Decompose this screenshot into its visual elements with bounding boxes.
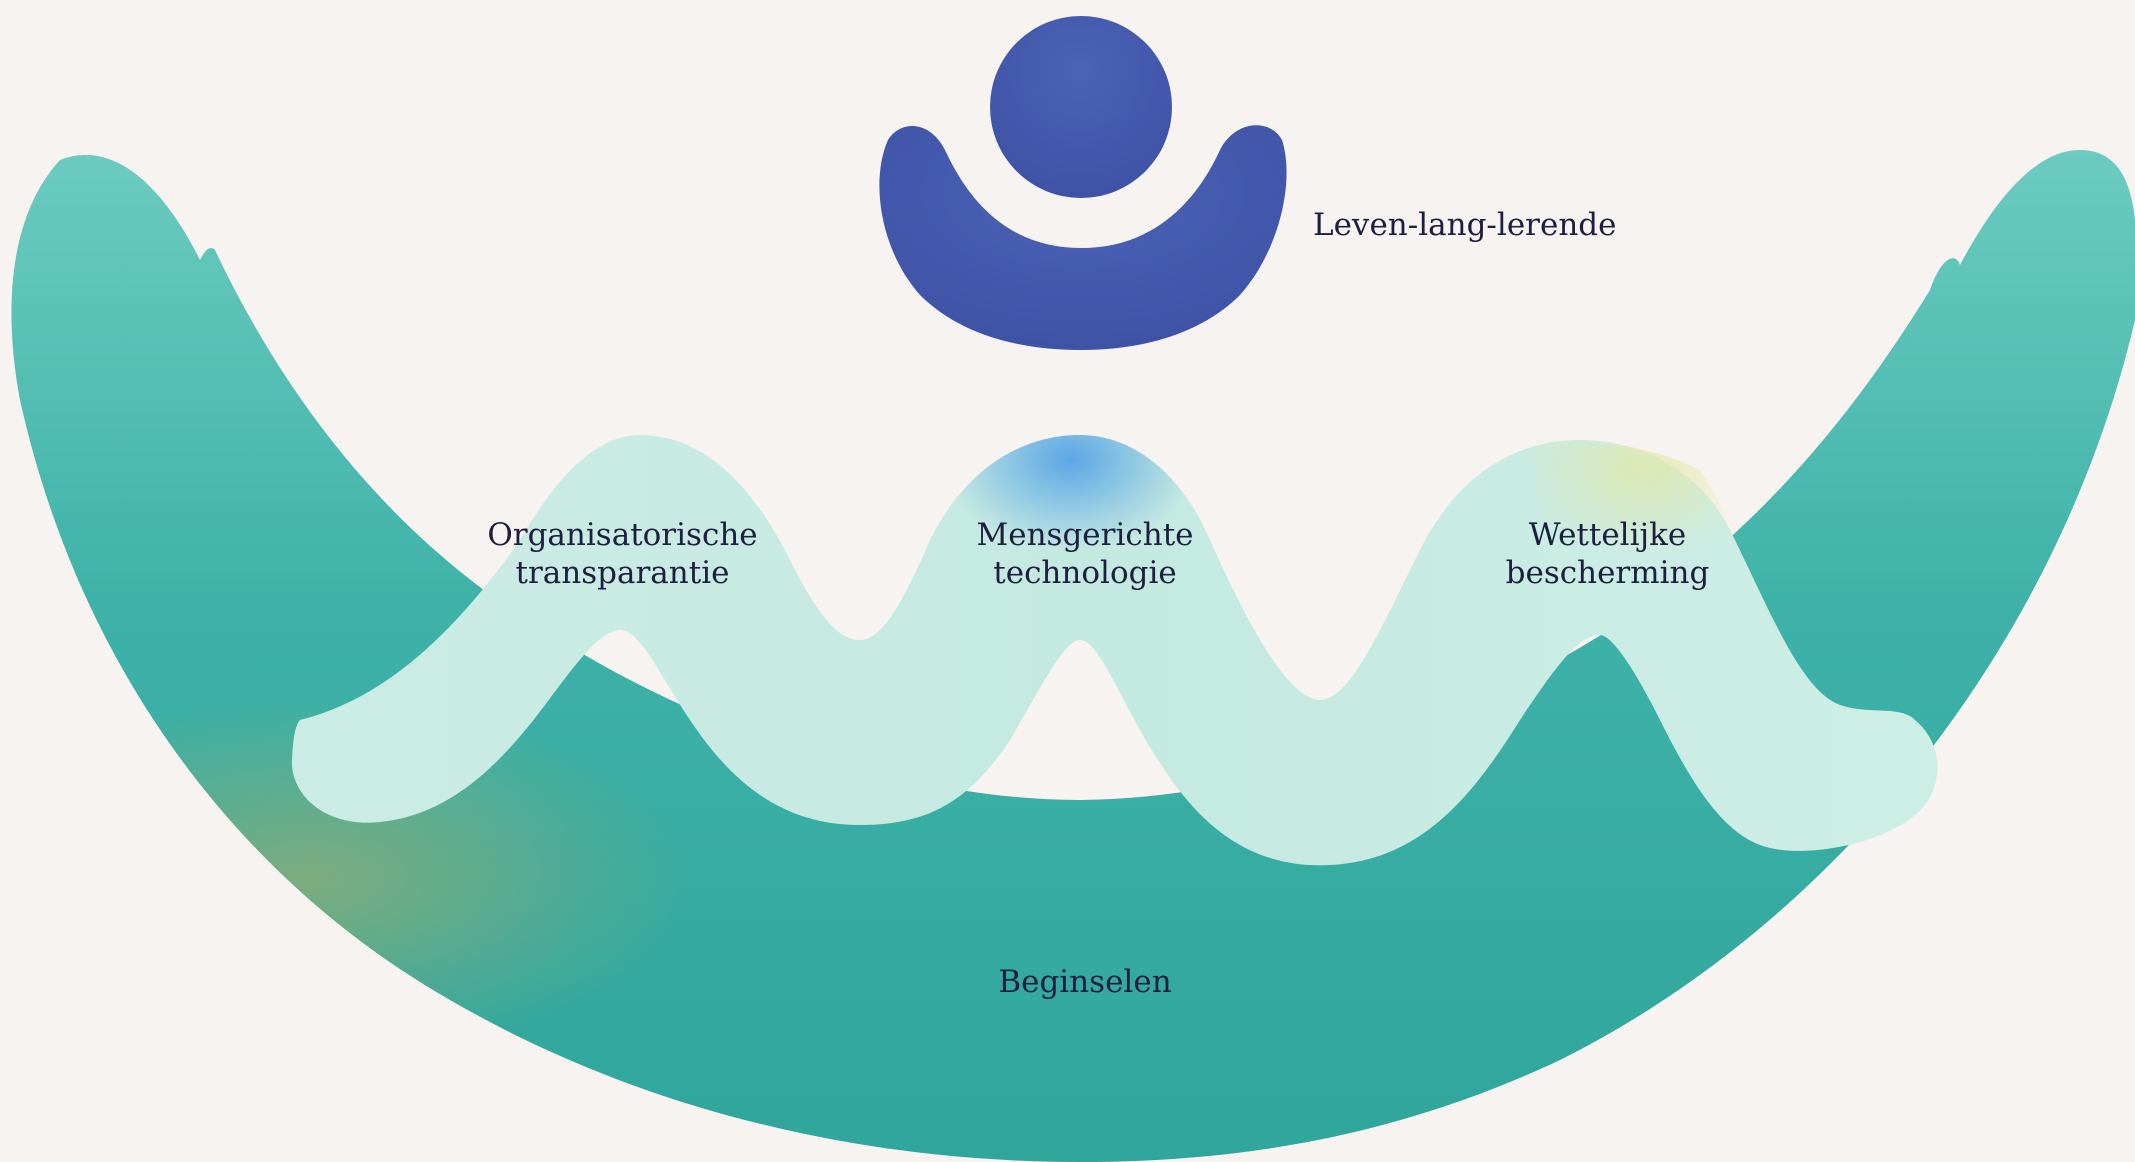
figure-body-icon [879, 125, 1287, 350]
pillar-label-legal-protection: Wettelijke bescherming [1470, 516, 1745, 592]
wave-pillars-shape [291, 435, 1938, 866]
pillar-label-organizational-transparency: Organisatorische transparantie [480, 516, 765, 592]
pillar-label-line1: Wettelijke [1528, 517, 1687, 553]
lifelong-learner-figure-icon [879, 16, 1287, 350]
lifelong-learner-text: Leven-lang-lerende [1313, 207, 1617, 243]
figure-head-icon [990, 16, 1172, 198]
pillar-label-line1: Mensgerichte [976, 517, 1194, 553]
principles-label: Beginselen [960, 963, 1210, 1001]
pillar-label-human-centered-technology: Mensgerichte technologie [945, 516, 1225, 592]
pillar-label-line2: bescherming [1505, 555, 1710, 591]
base-crescent-shape [11, 150, 2135, 1162]
pillar-label-line2: technologie [993, 555, 1177, 591]
pillar-label-line1: Organisatorische [487, 517, 758, 553]
principles-text: Beginselen [998, 964, 1172, 1000]
pillar-label-line2: transparantie [515, 555, 730, 591]
lifelong-learner-label: Leven-lang-lerende [1313, 206, 1617, 244]
